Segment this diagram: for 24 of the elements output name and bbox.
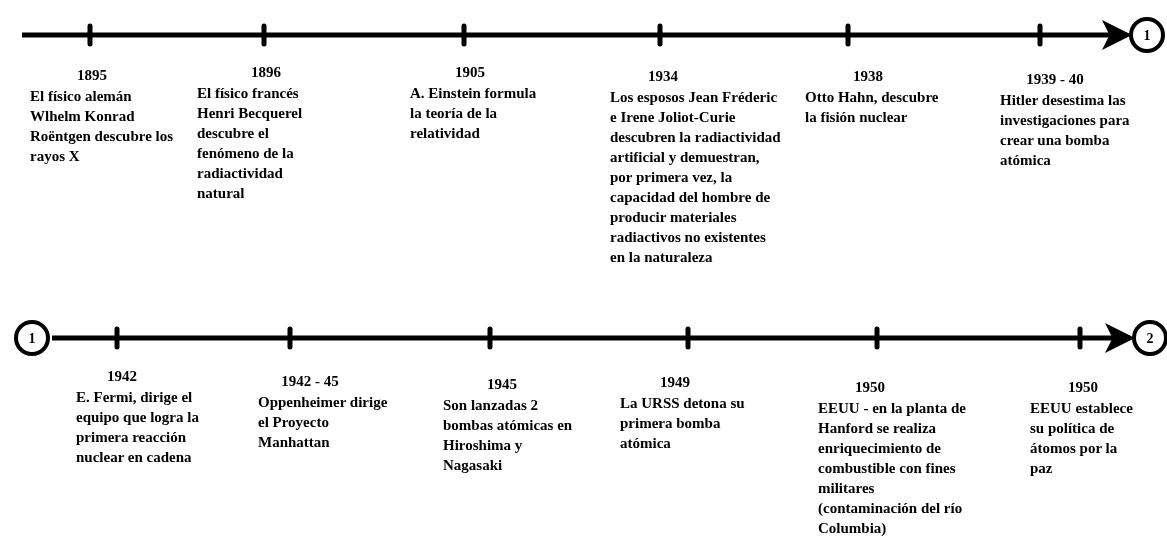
event-description: E. Fermi, dirige el equipo que logra la primera reacción nuclear en cadena [76,388,200,467]
event-year: 1950 [1068,378,1098,396]
event-year: 1939 - 40 [1026,70,1084,88]
event-description: Son lanzadas 2 bombas atómicas en Hiroshima y Nagasaki [443,396,573,475]
event-year: 1934 [648,67,678,85]
event-description: EEUU establece su política de átomos por la paz [1030,399,1134,478]
event-year: 1895 [77,66,107,84]
event-year: 1942 - 45 [281,372,339,390]
event-year: 1905 [455,63,485,81]
event-year: 1950 [855,378,885,396]
event-description: Hitler desestima las investigaciones para crear una bomba atómica [1000,91,1131,170]
event-description: A. Einstein formula la teoría de la relatividad [410,84,538,143]
event-year: 1945 [487,375,517,393]
event-description: Los esposos Jean Fréderic e Irene Joliot-Curie descubren la radiactividad artificial y demuestran, por primera vez, la capacidad del hombre de producir materiales radiactivos no existentes en la naturaleza [610,88,782,267]
event-description: EEUU - en la planta de Hanford se realiza enriquecimiento de combustible con fines militares (contaminación del río Columbia) [818,399,967,538]
event-year: 1896 [251,63,281,81]
event-description: La URSS detona su primera bomba atómica [620,394,746,453]
event-description: El físico alemán Wlhelm Konrad Roëntgen descubre los rayos X [30,87,175,166]
event-description: El físico francés Henri Becquerel descubre el fenómeno de la radiactividad natural [197,84,304,203]
event-year: 1942 [107,367,137,385]
event-year: 1949 [660,373,690,391]
event-description: Oppenheimer dirige el Proyecto Manhattan [258,393,389,452]
event-description: Otto Hahn, descubre la fisión nuclear [805,88,940,127]
event-year: 1938 [853,67,883,85]
